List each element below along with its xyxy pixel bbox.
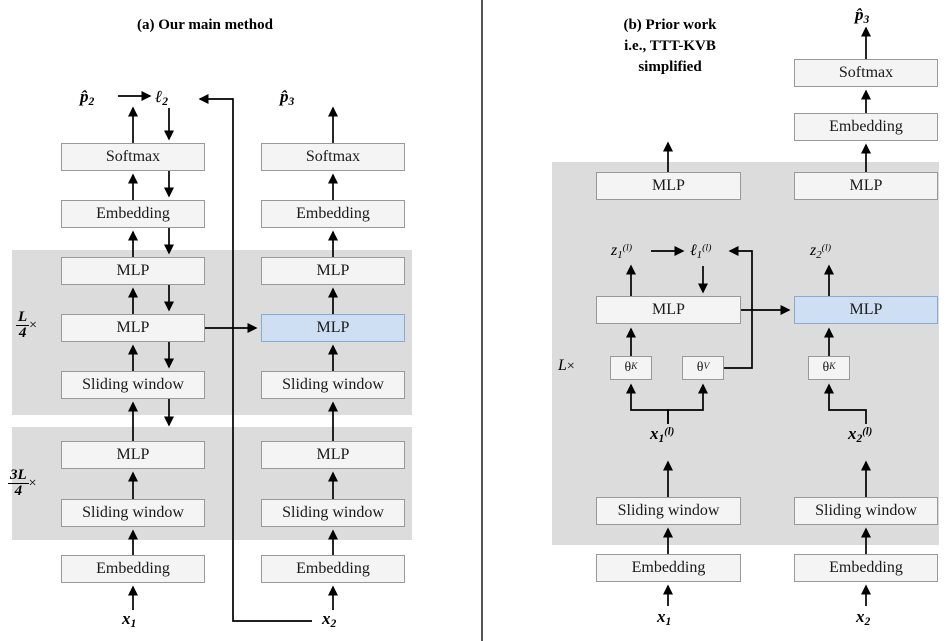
group-lower-denominator: 4 bbox=[14, 483, 23, 499]
panel-divider bbox=[481, 0, 483, 641]
b-left-z1-label: z1(l) bbox=[611, 242, 633, 262]
panel-a-connections bbox=[118, 90, 339, 622]
a-right-sliding-window-upper[interactable]: Sliding window bbox=[261, 371, 405, 399]
a-output-p3-label: p̂3 bbox=[280, 87, 295, 109]
b-output-p3-label: p̂3 bbox=[855, 5, 870, 27]
panel-b-group-times: × bbox=[566, 359, 575, 374]
a-left-mlp-upper1[interactable]: MLP bbox=[61, 314, 205, 342]
a-input-x1-label: x1 bbox=[122, 609, 137, 631]
b-right-embedding-top[interactable]: Embedding bbox=[794, 113, 938, 141]
a-right-mlp-upper2[interactable]: MLP bbox=[261, 257, 405, 285]
panel-b-title-line2: i.e., TTT-KVB bbox=[624, 38, 716, 54]
a-left-softmax[interactable]: Softmax bbox=[61, 143, 205, 171]
group-upper-denominator: 4 bbox=[18, 325, 27, 341]
a-left-embedding-bottom[interactable]: Embedding bbox=[61, 555, 205, 583]
a-right-embedding-top[interactable]: Embedding bbox=[261, 200, 405, 228]
b-left-embedding[interactable]: Embedding bbox=[596, 554, 741, 582]
b-right-x2l-label: x2(l) bbox=[848, 424, 873, 446]
panel-b-group-label: L× bbox=[558, 358, 575, 374]
group-upper-numerator: L bbox=[16, 309, 30, 326]
panel-b-group-text: L bbox=[558, 357, 567, 374]
group-upper-times: × bbox=[29, 318, 38, 334]
b-left-x1l-label: x1(l) bbox=[650, 424, 675, 446]
b-right-sliding-window[interactable]: Sliding window bbox=[794, 497, 938, 525]
group-lower-times: × bbox=[28, 476, 37, 492]
a-left-embedding-top[interactable]: Embedding bbox=[61, 200, 205, 228]
a-left-sliding-window-lower[interactable]: Sliding window bbox=[61, 499, 205, 527]
b-input-x1-label: x1 bbox=[657, 607, 672, 629]
b-left-mlp-inner[interactable]: MLP bbox=[596, 296, 741, 324]
a-right-mlp-lower[interactable]: MLP bbox=[261, 441, 405, 469]
a-right-mlp-highlight[interactable]: MLP bbox=[261, 314, 405, 342]
group-lower-numerator: 3L bbox=[8, 467, 29, 484]
a-left-sliding-window-upper[interactable]: Sliding window bbox=[61, 371, 205, 399]
b-right-softmax[interactable]: Softmax bbox=[794, 59, 938, 87]
a-input-x2-label: x2 bbox=[322, 609, 337, 631]
b-left-mlp-top[interactable]: MLP bbox=[596, 172, 741, 200]
b-left-sliding-window[interactable]: Sliding window bbox=[596, 497, 741, 525]
a-right-softmax[interactable]: Softmax bbox=[261, 143, 405, 171]
b-left-loss-label: ℓ1(l) bbox=[690, 242, 712, 262]
panel-b-title-line1: (b) Prior work bbox=[623, 17, 717, 33]
a-right-embedding-bottom[interactable]: Embedding bbox=[261, 555, 405, 583]
a-right-sliding-window-lower[interactable]: Sliding window bbox=[261, 499, 405, 527]
panel-a-title: (a) Our main method bbox=[137, 17, 273, 33]
b-right-mlp-top[interactable]: MLP bbox=[794, 172, 938, 200]
panel-b-band bbox=[552, 162, 939, 545]
a-left-mlp-upper2[interactable]: MLP bbox=[61, 257, 205, 285]
a-loss-l2-label: ℓ2 bbox=[155, 87, 169, 109]
a-left-mlp-lower[interactable]: MLP bbox=[61, 441, 205, 469]
a-output-p2-label: p̂2 bbox=[80, 87, 95, 109]
b-right-embedding-bottom[interactable]: Embedding bbox=[794, 554, 938, 582]
panel-b-title-line3: simplified bbox=[638, 59, 702, 75]
b-right-mlp-highlight[interactable]: MLP bbox=[794, 296, 938, 324]
b-right-z2-label: z2(l) bbox=[810, 242, 832, 262]
b-input-x2-label: x2 bbox=[856, 607, 871, 629]
